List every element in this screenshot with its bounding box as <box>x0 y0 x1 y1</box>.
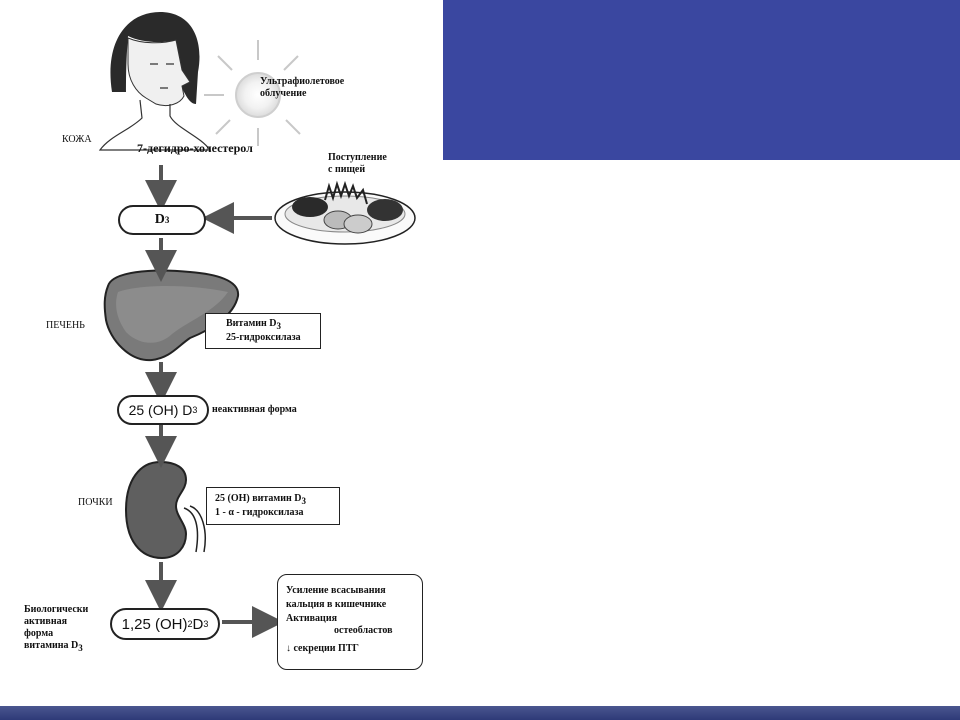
liver-label: ПЕЧЕНЬ <box>46 320 85 331</box>
kidney-icon <box>124 460 188 560</box>
woman-face-icon <box>98 12 212 151</box>
dehydrocholesterol-label: 7-дегидро-холестерол <box>137 141 253 155</box>
inactive-form-label: неактивная форма <box>212 404 297 415</box>
title-banner <box>443 0 960 160</box>
liver-enzyme-box: Витамин D3 25-гидроксилаза <box>205 313 321 349</box>
diagram-graphics <box>98 12 416 638</box>
skin-label: КОЖА <box>62 134 92 145</box>
footer-bar <box>0 706 960 720</box>
bio-active-label: Биологически активная форма витамина D3 <box>24 604 89 653</box>
food-plate-icon <box>274 180 416 245</box>
kidney-enzyme-box: 25 (OH) витамин D3 1 - α - гидроксилаза <box>206 487 340 525</box>
sun-icon <box>204 40 301 146</box>
kidney-label: ПОЧКИ <box>78 497 113 508</box>
effects-box: Усиление всасывания кальция в кишечнике … <box>277 574 423 670</box>
